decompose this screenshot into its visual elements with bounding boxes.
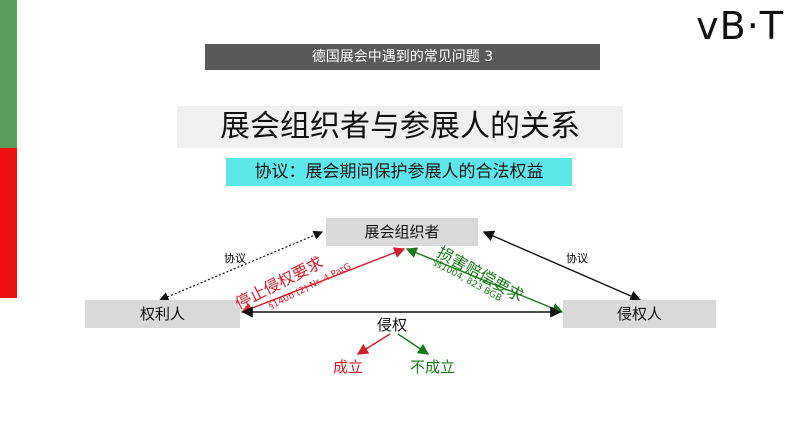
agreement-label-right: 协议 — [566, 252, 588, 265]
agreement-line-left — [158, 230, 324, 302]
logo-text: vB·T — [696, 4, 784, 48]
slide-subtitle: 协议：展会期间保护参展人的合法权益 — [226, 158, 572, 186]
logo: vB·T — [696, 6, 784, 46]
not-established-label: 不成立 — [410, 358, 456, 376]
established-label: 成立 — [333, 358, 364, 376]
accent-bar-green — [0, 0, 17, 148]
established-arrow — [356, 333, 391, 355]
stop-claim-arrow — [240, 247, 406, 314]
node-infringer: 侵权人 — [563, 300, 716, 328]
node-organizer: 展会组织者 — [326, 218, 478, 246]
infringement-label: 侵权 — [377, 316, 408, 334]
agreement-label-left: 协议 — [224, 252, 246, 265]
topic-banner: 德国展会中遇到的常见问题 3 — [205, 44, 600, 70]
damage-claim-arrow — [405, 247, 564, 314]
node-rights-holder: 权利人 — [85, 300, 240, 328]
not-established-arrow — [397, 333, 430, 355]
accent-bar-red — [0, 148, 17, 298]
slide-title: 展会组织者与参展人的关系 — [177, 106, 623, 148]
